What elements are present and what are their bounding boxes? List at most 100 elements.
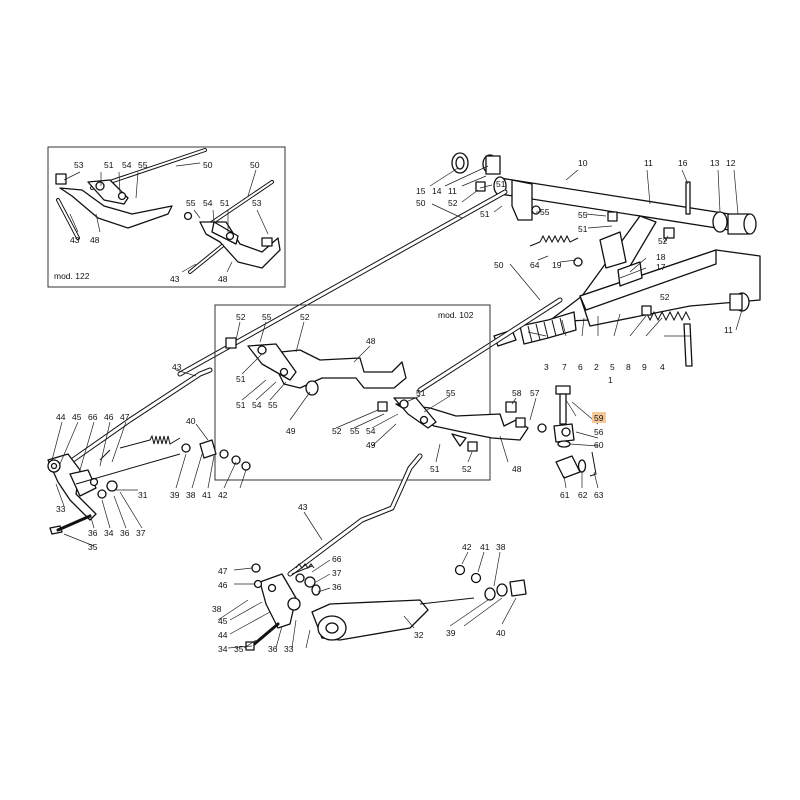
inset-mod-102-label: mod. 102 — [438, 310, 474, 320]
label-33: 33 — [284, 644, 294, 654]
label-51: 51 — [236, 400, 246, 410]
label-4: 4 — [660, 362, 665, 372]
label-11: 11 — [724, 325, 733, 335]
label-48: 48 — [366, 336, 376, 346]
label-50: 50 — [494, 260, 504, 270]
label-66: 66 — [88, 412, 98, 422]
label-56: 56 — [594, 427, 604, 437]
label-11: 11 — [644, 158, 653, 168]
label-16: 16 — [678, 158, 688, 168]
label-18: 18 — [656, 252, 666, 262]
label-38: 38 — [186, 490, 196, 500]
label-51: 51 — [220, 198, 230, 208]
label-47: 47 — [120, 412, 130, 422]
label-38: 38 — [496, 542, 506, 552]
callout-labels: 53 51 54 55 50 43 48 50 55 54 51 53 43 4… — [56, 158, 736, 654]
label-51: 51 — [496, 179, 506, 189]
label-49: 49 — [286, 426, 296, 436]
label-19: 19 — [552, 260, 562, 270]
inset-mod-122-frame — [47, 146, 286, 288]
label-48: 48 — [512, 464, 522, 474]
label-50: 50 — [203, 160, 213, 170]
label-55: 55 — [446, 388, 456, 398]
lower-linkage-assembly — [245, 563, 527, 651]
label-40: 40 — [186, 416, 196, 426]
label-17: 17 — [656, 262, 666, 272]
label-43: 43 — [172, 362, 182, 372]
label-36: 36 — [332, 582, 342, 592]
label-33: 33 — [56, 504, 66, 514]
label-55: 55 — [186, 198, 196, 208]
label-39: 39 — [446, 628, 456, 638]
label-51: 51 — [416, 388, 426, 398]
label-47: 47 — [218, 566, 228, 576]
label-32: 32 — [414, 630, 424, 640]
label-44: 44 — [218, 630, 228, 640]
label-8: 8 — [626, 362, 631, 372]
inset-mod-102-parts — [225, 337, 529, 452]
label-41: 41 — [480, 542, 490, 552]
label-60: 60 — [594, 440, 604, 450]
label-52: 52 — [236, 312, 246, 322]
label-10: 10 — [578, 158, 588, 168]
label-54: 54 — [366, 426, 376, 436]
label-40: 40 — [496, 628, 506, 638]
label-52: 52 — [462, 464, 472, 474]
label-41: 41 — [202, 490, 212, 500]
label-15: 15 — [416, 186, 426, 196]
label-42: 42 — [462, 542, 472, 552]
label-35: 35 — [88, 542, 98, 552]
label-38: 38 — [212, 604, 222, 614]
label-2: 2 — [594, 362, 599, 372]
rod-50 — [177, 189, 563, 393]
label-1: 1 — [608, 375, 613, 385]
label-52: 52 — [448, 198, 458, 208]
label-43: 43 — [70, 235, 80, 245]
label-51: 51 — [578, 224, 588, 234]
label-35: 35 — [234, 644, 244, 654]
label-62: 62 — [578, 490, 588, 500]
label-39: 39 — [170, 490, 180, 500]
label-55: 55 — [578, 210, 588, 220]
label-11: 11 — [448, 186, 457, 196]
label-55: 55 — [350, 426, 360, 436]
label-34: 34 — [218, 644, 228, 654]
label-54: 54 — [203, 198, 213, 208]
label-58: 58 — [512, 388, 522, 398]
label-52: 52 — [332, 426, 342, 436]
label-53: 53 — [252, 198, 262, 208]
label-43: 43 — [170, 274, 180, 284]
label-45: 45 — [218, 616, 228, 626]
label-3: 3 — [544, 362, 549, 372]
rod-43 — [67, 367, 423, 577]
label-43: 43 — [298, 502, 308, 512]
label-52: 52 — [658, 236, 668, 246]
label-54: 54 — [122, 160, 132, 170]
label-51: 51 — [430, 464, 440, 474]
label-55: 55 — [540, 207, 550, 217]
label-14: 14 — [432, 186, 442, 196]
leader-lines — [51, 162, 743, 649]
label-61: 61 — [560, 490, 570, 500]
label-7: 7 — [562, 362, 567, 372]
label-51: 51 — [236, 374, 246, 384]
label-46: 46 — [218, 580, 228, 590]
label-59-highlighted: 59 — [594, 413, 604, 423]
inset-mod-122-parts — [55, 148, 281, 274]
label-66: 66 — [332, 554, 342, 564]
label-44: 44 — [56, 412, 66, 422]
label-37: 37 — [136, 528, 146, 538]
label-13: 13 — [710, 158, 720, 168]
label-53: 53 — [74, 160, 84, 170]
label-9: 9 — [642, 362, 647, 372]
label-51: 51 — [480, 209, 490, 219]
label-46: 46 — [104, 412, 114, 422]
highlight-59 — [592, 412, 606, 423]
label-52: 52 — [300, 312, 310, 322]
label-36: 36 — [88, 528, 98, 538]
label-64: 64 — [530, 260, 540, 270]
label-63: 63 — [594, 490, 604, 500]
inset-mod-102-frame — [214, 304, 491, 481]
label-37: 37 — [332, 568, 342, 578]
